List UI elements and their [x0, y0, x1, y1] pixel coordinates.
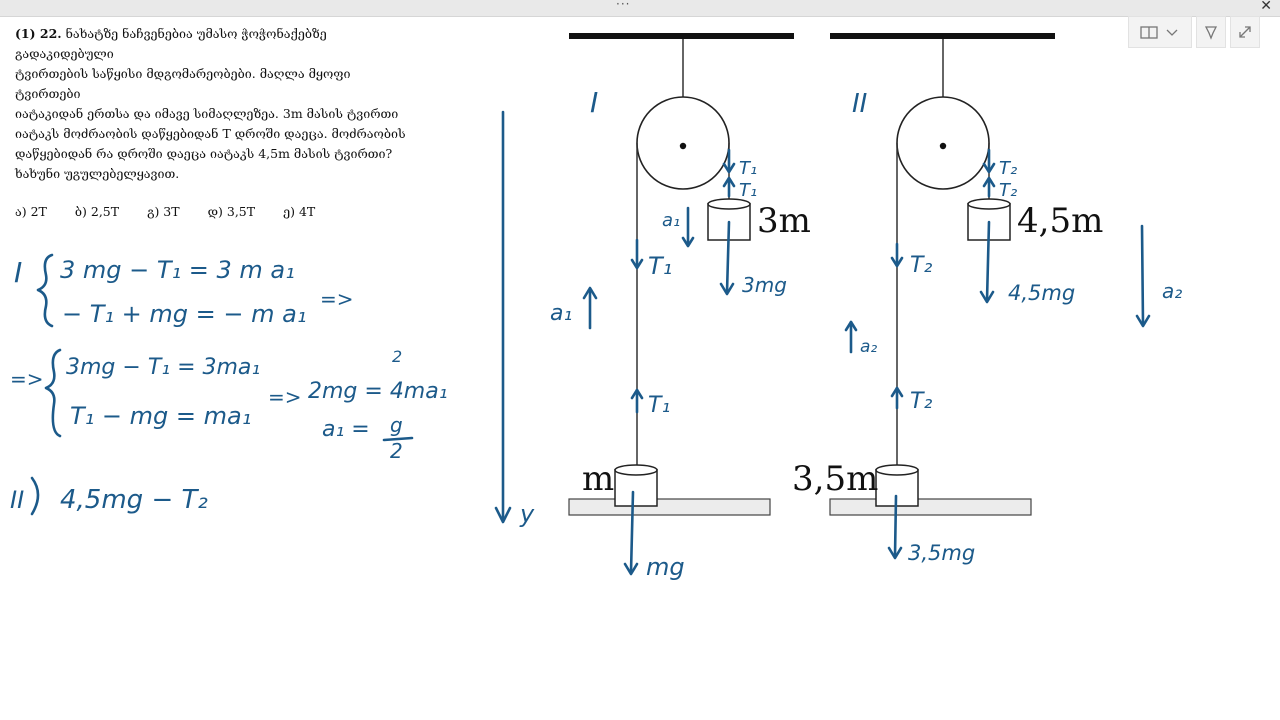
ink-paren — [30, 476, 40, 516]
ink-label-II: II — [852, 89, 867, 119]
ink-eq2b: T₁ − mg = ma₁ — [70, 402, 251, 430]
ink-arrow-3: => — [268, 385, 302, 409]
problem-line-4: იატაკს მოძრაობის დაწყებიდან T დროში დაეც… — [15, 126, 406, 141]
mass-label-3m: 3m — [757, 201, 811, 241]
arrow-T2-mid — [890, 256, 904, 268]
problem-line-1: ნახატზე ნაჩვენებია უმასო ჭოჭონაქებზე გად… — [15, 26, 327, 61]
ink-eq1a: 3 mg − T₁ = 3 m a₁ — [60, 256, 295, 284]
pulley-axle-right — [939, 142, 947, 150]
pen-icon — [1204, 26, 1218, 40]
problem-line-5: დაწყებიდან რა დროში დაეცა იატაკს 4,5m მა… — [15, 146, 393, 161]
ink-T1-mid: T₁ — [648, 252, 672, 280]
pulley-axle-left — [679, 142, 687, 150]
problem-line-6: ხახუნი უგულებელყავით. — [15, 166, 180, 181]
ink-a1-left: a₁ — [550, 301, 572, 326]
ink-T1-top: T₁ — [739, 158, 757, 179]
answer-options: ა) 2T ბ) 2,5T გ) 3T დ) 3,5T ე) 4T — [15, 204, 339, 219]
arrow-T2-down — [982, 162, 996, 174]
pen-button[interactable] — [1196, 16, 1226, 48]
ink-annotations: I II y T₁ T₁ a₁ T₁ 3mg a₁ T₁ mg T₂ — [10, 86, 1182, 581]
problem-line-3: იატაკიდან ერთსა და იმავე სიმაღლეზეა. 3m … — [15, 106, 399, 121]
ink-fraction-bar — [382, 436, 414, 442]
ceiling-left — [569, 33, 794, 39]
arrow-a1-up — [582, 286, 598, 300]
ink-brace-1 — [36, 253, 54, 328]
answer-option: გ) 3T — [147, 204, 180, 219]
answer-option: ბ) 2,5T — [74, 204, 120, 219]
answer-option: დ) 3,5T — [207, 204, 256, 219]
expand-icon — [1239, 26, 1251, 38]
ink-T1-top2: T₁ — [739, 180, 757, 201]
ink-4-5mg: 4,5mg — [1008, 281, 1075, 305]
mass-label-3-5m: 3,5m — [792, 459, 878, 499]
ink-arrow-1: => — [320, 287, 354, 311]
ink-mg: mg — [646, 553, 685, 581]
book-icon — [1140, 26, 1178, 39]
ink-a2-small: a₂ — [860, 337, 877, 357]
ink-3mg: 3mg — [742, 273, 787, 297]
arrow-mg — [623, 562, 639, 576]
ink-roman-I: I — [14, 256, 22, 289]
expand-button[interactable] — [1230, 16, 1260, 48]
floor-right — [829, 498, 1032, 516]
mass-label-4-5m: 4,5m — [1017, 201, 1103, 241]
ink-T1-low: T₁ — [648, 393, 670, 418]
ink-eq1b: − T₁ + mg = − m a₁ — [62, 300, 306, 328]
y-axis-arrow — [494, 506, 512, 524]
arrow-3mg — [719, 282, 735, 296]
arrow-T1-low — [630, 388, 644, 400]
arrow-T1-down — [722, 162, 736, 174]
arrow-T2-low — [890, 386, 904, 398]
problem-statement: (1) 22. ნახატზე ნაჩვენებია უმასო ჭოჭონაქ… — [15, 24, 415, 184]
arrow-T2-up — [982, 176, 996, 188]
ink-brace-2 — [44, 348, 62, 438]
ink-3-5mg: 3,5mg — [908, 541, 975, 565]
ink-eq3: 2mg = 4ma₁ — [308, 379, 448, 404]
floor-left — [568, 498, 771, 516]
arrow-3-5mg — [887, 546, 903, 560]
ink-T2-low: T₂ — [910, 389, 932, 414]
chevron-down-icon — [1166, 29, 1178, 36]
pulley-system-right: 4,5m 3,5m — [792, 33, 1103, 516]
view-toolbar — [1128, 16, 1260, 48]
arrow-T1-up — [722, 176, 736, 188]
close-icon[interactable]: ✕ — [1260, 0, 1272, 14]
problem-line-2: ტვირთების საწყისი მდგომარეობები. მაღლა მ… — [15, 66, 351, 101]
answer-option: ა) 2T — [15, 204, 47, 219]
ceiling-right — [830, 33, 1055, 39]
arrow-a2-vector — [1135, 314, 1151, 328]
arrow-a2-up — [844, 320, 858, 332]
arrow-4-5mg — [979, 290, 995, 304]
pulley-system-left: 3m m — [568, 33, 811, 516]
problem-number: (1) 22. — [15, 26, 62, 41]
ink-label-I: I — [590, 86, 598, 119]
y-axis-label: y — [519, 500, 535, 528]
arrow-a1-down — [681, 236, 695, 248]
mass-m-cylinder — [614, 464, 658, 507]
ink-arrow-2: => — [10, 367, 44, 391]
ink-eq4-lhs: a₁ = — [322, 417, 370, 442]
arrow-T1-mid — [630, 258, 644, 270]
ink-a2-vector: a₂ — [1162, 279, 1182, 303]
mass-label-m: m — [582, 459, 614, 499]
ink-T2-mid: T₂ — [910, 253, 932, 278]
ink-eq4-den: 2 — [390, 439, 403, 463]
ink-roman-II: II — [10, 486, 24, 514]
ink-T2-top: T₂ — [999, 158, 1017, 179]
ink-eq2a: 3mg − T₁ = 3ma₁ — [66, 355, 260, 380]
window-titlebar: ··· ✕ — [0, 0, 1280, 17]
ink-eq4-num: g — [390, 413, 403, 437]
ink-eq5: 4,5mg − T₂ — [60, 485, 208, 515]
ink-eq3-small: 2 — [392, 347, 402, 366]
ink-T2-top2: T₂ — [999, 180, 1017, 201]
answer-option: ე) 4T — [283, 204, 316, 219]
ink-a1-small: a₁ — [662, 210, 680, 231]
reading-view-button[interactable] — [1128, 16, 1192, 48]
window-menu-dots[interactable]: ··· — [616, 0, 631, 11]
